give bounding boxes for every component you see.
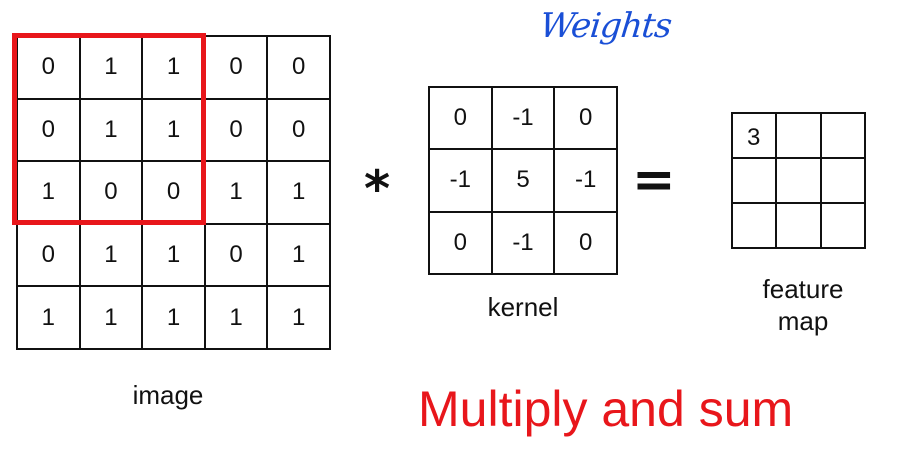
kernel-cell: 5 [492,150,556,213]
image-cell: 1 [143,287,206,350]
kernel-cell: 0 [430,88,493,151]
image-cell: 0 [205,224,269,288]
feature-map-cell [777,204,822,249]
kernel-cell: -1 [555,150,618,213]
equals-operator: = [632,150,676,210]
image-cell: 1 [268,162,331,225]
feature-map-label: feature map [728,273,878,337]
convolution-operator: * [364,160,391,218]
feature-map-matrix: 3 [731,112,866,249]
image-cell: 1 [205,287,269,350]
feature-map-cell [821,159,866,204]
kernel-cell: -1 [492,212,556,275]
feature-map-cell [733,204,778,249]
weights-annotation: Weights [537,6,674,46]
kernel-cell: -1 [430,150,493,213]
feature-map-cell [777,114,822,159]
image-cell: 1 [80,37,144,100]
feature-map-cell [821,204,866,249]
caption: Multiply and sum [418,381,794,437]
feature-map-cell [777,159,822,204]
image-cell: 0 [205,37,269,100]
image-cell: 0 [18,224,81,288]
kernel-cell: 0 [555,212,618,275]
receptive-field-highlight [12,33,206,225]
image-label: image [132,380,204,410]
kernel-cell: 0 [555,88,618,151]
feature-map-label-line1: feature [762,274,844,304]
kernel-cell: -1 [492,88,556,151]
feature-map-cell [733,159,778,204]
image-cell: 0 [18,37,81,100]
image-cell: 0 [268,37,331,100]
image-cell: 0 [18,99,81,163]
image-cell: 1 [80,224,144,288]
image-cell: 0 [205,99,269,163]
feature-map-label-line2: map [777,306,829,336]
image-cell: 1 [268,287,331,350]
image-cell: 1 [143,224,206,288]
image-cell: 1 [80,287,144,350]
kernel-label: kernel [487,292,559,322]
feature-map-cell: 3 [733,114,778,159]
image-cell: 0 [268,99,331,163]
image-cell: 1 [80,99,144,163]
image-cell: 1 [268,224,331,288]
kernel-cell: 0 [430,212,493,275]
image-cell: 1 [18,287,81,350]
feature-map-cell [821,114,866,159]
image-cell: 1 [205,162,269,225]
